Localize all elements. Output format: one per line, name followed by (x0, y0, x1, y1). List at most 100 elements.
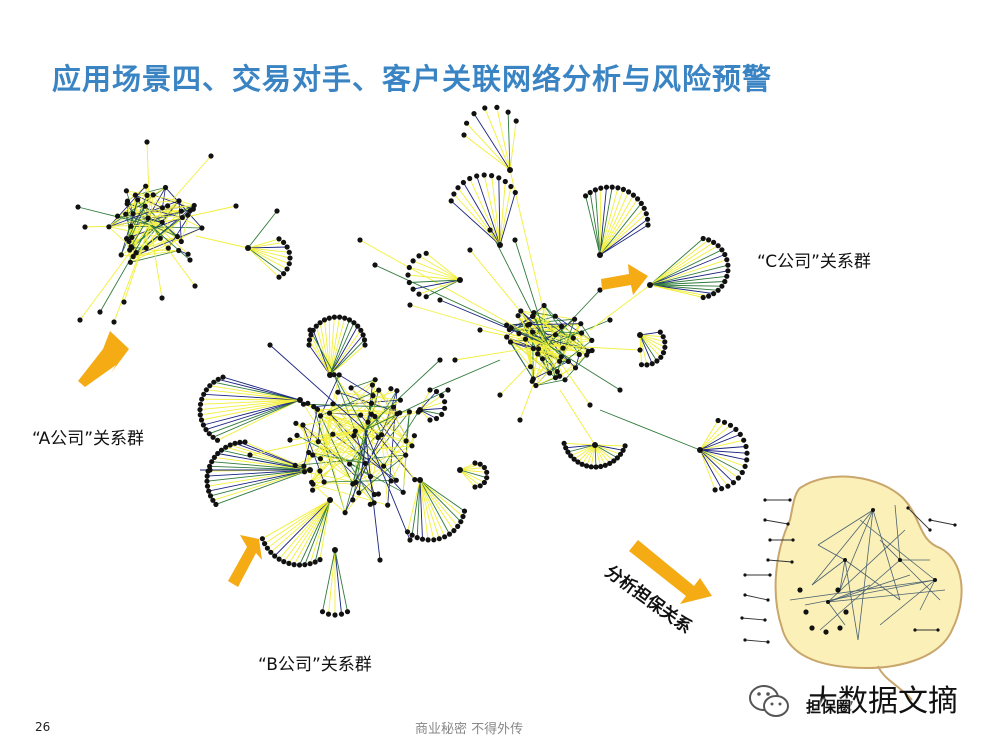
network-edge (419, 479, 446, 537)
network-node (589, 337, 595, 343)
network-edge (329, 317, 346, 376)
network-node (442, 405, 448, 411)
network-node (928, 518, 932, 522)
network-edge (453, 193, 501, 246)
network-node (572, 365, 579, 371)
network-node (126, 238, 132, 244)
network-edge (585, 195, 601, 256)
network-edge (304, 499, 331, 565)
network-node (809, 625, 815, 631)
network-node (497, 242, 503, 248)
network-edge (699, 449, 748, 454)
network-node (405, 272, 411, 278)
network-node (578, 321, 584, 327)
network-edge (532, 331, 534, 379)
network-edge (469, 249, 549, 346)
network-node (361, 337, 368, 343)
network-edge (649, 275, 727, 286)
network-node (176, 198, 182, 204)
network-edge (338, 374, 374, 396)
network-edge (409, 279, 461, 283)
network-node (404, 529, 411, 535)
network-node (207, 383, 213, 389)
network-edge (529, 324, 574, 339)
network-node (562, 377, 568, 383)
network-edge (320, 415, 379, 438)
network-node (297, 397, 303, 403)
network-node (133, 250, 139, 256)
network-edge (580, 323, 593, 341)
network-edge (565, 444, 596, 449)
network-edge (699, 429, 737, 451)
network-node (145, 215, 151, 221)
network-edge (817, 544, 846, 561)
network-edge (247, 210, 278, 249)
network-node (157, 235, 163, 241)
network-node (357, 237, 363, 243)
network-node (533, 382, 539, 389)
network-node (561, 440, 567, 446)
network-node (215, 450, 221, 457)
network-node (416, 253, 422, 259)
watermark-text: 大数据文摘 (808, 684, 958, 719)
network-node (460, 513, 466, 520)
network-edge (547, 344, 591, 406)
network-node (410, 258, 416, 264)
network-node (722, 278, 728, 285)
network-node (641, 205, 647, 211)
network-edge (744, 594, 769, 601)
network-node (518, 308, 524, 314)
network-node (281, 271, 287, 277)
network-node (461, 132, 467, 138)
network-node (351, 433, 357, 439)
network-edge (599, 189, 624, 256)
network-edge (564, 442, 596, 446)
network-node (206, 431, 212, 437)
network-node (403, 438, 409, 444)
network-edge (639, 334, 665, 343)
network-node (477, 461, 483, 467)
network-node (300, 422, 306, 428)
network-edge (303, 409, 318, 467)
network-edge (350, 379, 376, 389)
network-node (593, 464, 599, 470)
network-edge (439, 299, 549, 346)
network-node (325, 611, 332, 617)
network-edge (313, 399, 401, 407)
network-node (735, 475, 742, 481)
network-edge (599, 194, 634, 256)
network-node (284, 244, 290, 250)
network-edge (639, 334, 664, 338)
network-edge (358, 454, 406, 494)
network-edge (310, 334, 331, 376)
network-node (227, 442, 233, 448)
network-edge (859, 519, 936, 581)
network-edge (209, 399, 301, 435)
network-edge (418, 279, 461, 295)
network-edge (476, 175, 501, 246)
network-node (826, 600, 830, 604)
network-node (763, 618, 767, 622)
network-node (358, 327, 364, 333)
network-node (423, 250, 429, 256)
network-node (245, 245, 251, 251)
network-node (522, 336, 529, 342)
network-node (464, 120, 470, 126)
network-node (326, 315, 332, 321)
network-node (204, 473, 210, 479)
network-edge (649, 284, 722, 287)
network-edge (247, 238, 280, 249)
network-node (535, 351, 541, 357)
network-node (144, 139, 150, 145)
network-node (356, 490, 362, 496)
network-node (209, 459, 215, 465)
network-edge (374, 264, 549, 346)
network-edge (699, 449, 734, 483)
network-edge (459, 469, 476, 488)
network-edge (178, 200, 195, 206)
network-node (187, 257, 193, 263)
network-node (484, 469, 490, 475)
network-node (953, 523, 957, 527)
network-node (843, 609, 849, 615)
network-node (644, 362, 650, 368)
